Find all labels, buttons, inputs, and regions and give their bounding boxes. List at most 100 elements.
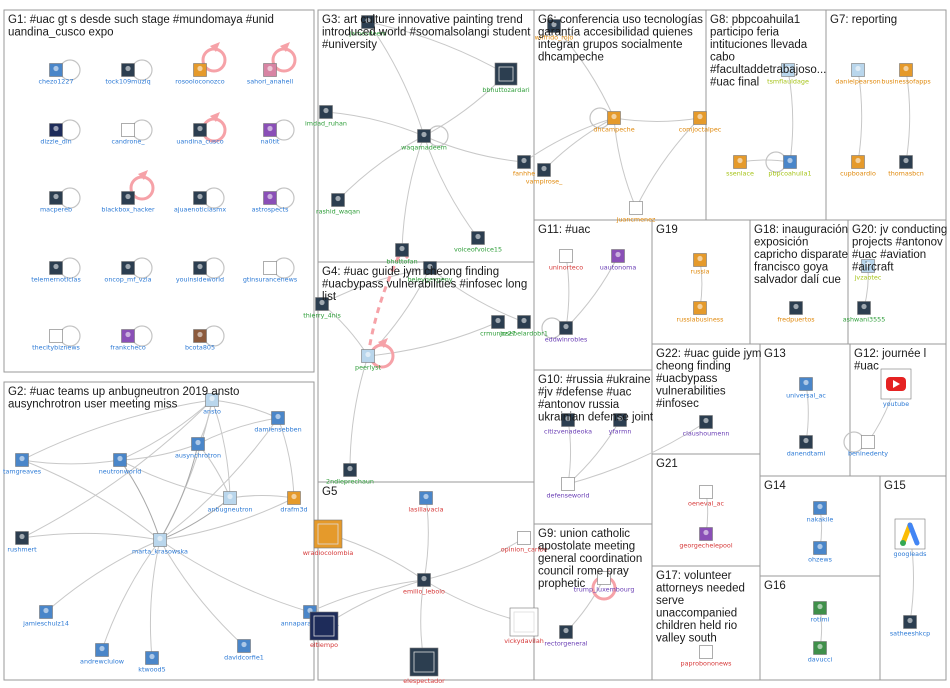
node-youinsideworld[interactable]: youinsideworld: [176, 261, 224, 284]
node-vampirose_[interactable]: vampirose_: [526, 163, 563, 186]
node-chezo1227[interactable]: chezo1227: [38, 63, 74, 86]
node-russiabusiness[interactable]: russiabusiness: [677, 301, 725, 324]
node-sahori_anahell[interactable]: sahori_anahell: [247, 63, 293, 86]
node-eddwinrobles[interactable]: eddwinrobles: [545, 321, 588, 344]
node-oncop_mf_vzla[interactable]: oncop_mf_vzla: [104, 261, 152, 284]
node-neutronworld[interactable]: neutronworld: [99, 453, 142, 476]
node-ajuaenoticiasmx[interactable]: ajuaenoticiasmx: [174, 191, 227, 214]
node-jvzaotec[interactable]: jvzaotec: [854, 259, 882, 282]
node-emilio_lebolo[interactable]: emilio_lebolo: [403, 573, 445, 596]
node-waqarnadeem[interactable]: waqarnadeem: [401, 129, 447, 152]
node-cupboardio[interactable]: cupboardio: [840, 155, 876, 178]
node-elespectador[interactable]: elespectador: [403, 647, 445, 685]
node-tsmflauldage[interactable]: tsmflauldage: [767, 63, 809, 86]
group-title-g13: G13: [764, 348, 786, 360]
node-2ndleprechaun[interactable]: 2ndleprechaun: [326, 463, 374, 486]
node-ashwani3555[interactable]: ashwani3555: [843, 301, 886, 324]
node-bcota805[interactable]: bcota805: [185, 329, 215, 352]
node-crmunoz27[interactable]: crmunoz27: [480, 315, 516, 338]
node-eltiempo[interactable]: eltiempo: [309, 611, 339, 649]
node-thomasbcn[interactable]: thomasbcn: [888, 155, 924, 178]
node-davidcorfie1[interactable]: davidcorfie1: [224, 639, 264, 662]
node-ktwood5[interactable]: ktwood5: [138, 651, 166, 674]
node-davucci[interactable]: davucci: [808, 641, 833, 664]
node-andrewclulow[interactable]: andrewclulow: [80, 643, 124, 666]
node-candrone_[interactable]: candrone_: [111, 123, 145, 146]
node-juancmenez[interactable]: juancmenez: [616, 201, 656, 224]
node-nakakile[interactable]: nakakile: [807, 501, 834, 524]
node-universal_ac[interactable]: universal_ac: [786, 377, 826, 400]
node-dizzle_din[interactable]: dizzle_din: [40, 123, 72, 146]
node-paprobononews[interactable]: paprobononews: [681, 645, 733, 668]
node-jamieschulz14[interactable]: jamieschulz14: [22, 605, 69, 628]
node-oeneval_ac[interactable]: oeneval_ac: [688, 485, 724, 508]
node-georgechelepool[interactable]: georgechelepool: [679, 527, 733, 550]
node-comjoctalpec[interactable]: comjoctalpec: [679, 111, 722, 134]
node-russia[interactable]: russia: [690, 253, 710, 276]
node-lasillavacia[interactable]: lasillavacia: [408, 491, 444, 514]
node-tamgreaves[interactable]: tamgreaves: [3, 453, 42, 476]
node-josebelardobr1[interactable]: josebelardobr1: [499, 315, 548, 338]
node-blackbox_hacker[interactable]: blackbox_hacker: [101, 191, 155, 214]
node-defenseworld[interactable]: defenseworld: [546, 477, 590, 500]
node-bhuttofan[interactable]: bhuttofan: [386, 243, 418, 266]
node-uninorteco[interactable]: uninorteco: [549, 249, 583, 272]
node-youtube[interactable]: youtube: [880, 368, 912, 408]
node-wradiocolombia[interactable]: wradiocolombia: [303, 519, 354, 557]
node-fredpuertos[interactable]: fredpuertos: [777, 301, 815, 324]
node-businessofapps[interactable]: businessofapps: [881, 63, 931, 86]
node-imdad_ruhan[interactable]: imdad_ruhan: [305, 105, 347, 128]
node-citizvenadeoka[interactable]: citizvenadeoka: [544, 413, 592, 436]
node-rotimi[interactable]: rotimi: [811, 601, 830, 624]
node-tock109muzlq[interactable]: tock109muzlq: [105, 63, 151, 86]
edge: [635, 117, 701, 209]
node-label: telemernoticias: [31, 276, 81, 284]
node-uautonoma[interactable]: uautonoma: [600, 249, 637, 272]
node-dhcampeche[interactable]: dhcampeche: [593, 111, 635, 134]
node-pbpcoahuila1[interactable]: pbpcoahuila1: [768, 155, 812, 178]
node-yfarmn[interactable]: yfarmn: [609, 413, 632, 436]
node-rushmert[interactable]: rushmert: [7, 531, 37, 554]
avatar-head: [785, 65, 791, 72]
node-rashid_waqan[interactable]: rashid_waqan: [316, 193, 360, 216]
node-ausynchrotron[interactable]: ausynchrotron: [175, 437, 221, 460]
node-telemernoticias[interactable]: telemernoticias: [31, 261, 81, 284]
node-trump_luxembourg[interactable]: trump_luxembourg: [574, 571, 635, 594]
node-voiceofvoice15[interactable]: voiceofvoice15: [454, 231, 502, 254]
node-ansto[interactable]: ansto: [203, 393, 221, 416]
node-drafm3d[interactable]: drafm3d: [280, 491, 308, 514]
node-danendtami[interactable]: danendtami: [787, 435, 826, 458]
node-rosooloconozco[interactable]: rosooloconozco: [175, 63, 225, 86]
node-opinion_caribe[interactable]: opinion_caribe: [501, 531, 548, 554]
node-rectorgeneral[interactable]: rectorgeneral: [544, 625, 588, 648]
node-gtinsurancenews[interactable]: gtinsurancenews: [243, 261, 298, 284]
node-peerlyst[interactable]: peerlyst: [355, 349, 381, 372]
node-astrospects[interactable]: astrospects: [252, 191, 289, 214]
node-wilfrido_rojo[interactable]: wilfrido_rojo: [535, 19, 574, 42]
node-vickydavilah[interactable]: vickydavilah: [504, 607, 544, 645]
node-danielpearson[interactable]: danielpearson: [835, 63, 881, 86]
node-na0tit[interactable]: na0tit: [261, 123, 280, 146]
node-label: davidcorfie1: [224, 654, 264, 662]
node-damiensebben[interactable]: damiensebben: [254, 411, 302, 434]
node-bbhuttozardari[interactable]: bbhuttozardari: [482, 62, 530, 94]
node-beninedenty[interactable]: beninedenty: [848, 435, 888, 458]
avatar-head: [149, 653, 155, 660]
node-anbugneutron[interactable]: anbugneutron: [207, 491, 253, 514]
node-fanhhe[interactable]: fanhhe: [513, 155, 535, 178]
node-uandina_cusco[interactable]: uandina_cusco: [176, 123, 224, 146]
node-ssenlace[interactable]: ssenlace: [726, 155, 754, 178]
node-claushoumenn[interactable]: claushoumenn: [683, 415, 730, 438]
node-belevgevgeny[interactable]: belevgevgeny: [407, 261, 453, 284]
node-thecitybiznews[interactable]: thecitybiznews: [32, 329, 81, 352]
node-label: frankcheco: [110, 344, 146, 352]
node-ohzews[interactable]: ohzews: [808, 541, 833, 564]
node-marta_krasowska[interactable]: marta_krasowska: [132, 533, 188, 556]
node-googleads[interactable]: googleads: [894, 518, 928, 558]
node-macpereb[interactable]: macpereb: [40, 191, 72, 214]
node-satheeshkcp[interactable]: satheeshkcp: [890, 615, 930, 638]
node-jamesdeem[interactable]: jamesdeem: [348, 15, 387, 38]
avatar-head: [551, 21, 557, 28]
node-frankcheco[interactable]: frankcheco: [110, 329, 146, 352]
node-thierry_4nis[interactable]: thierry_4nis: [303, 297, 341, 320]
